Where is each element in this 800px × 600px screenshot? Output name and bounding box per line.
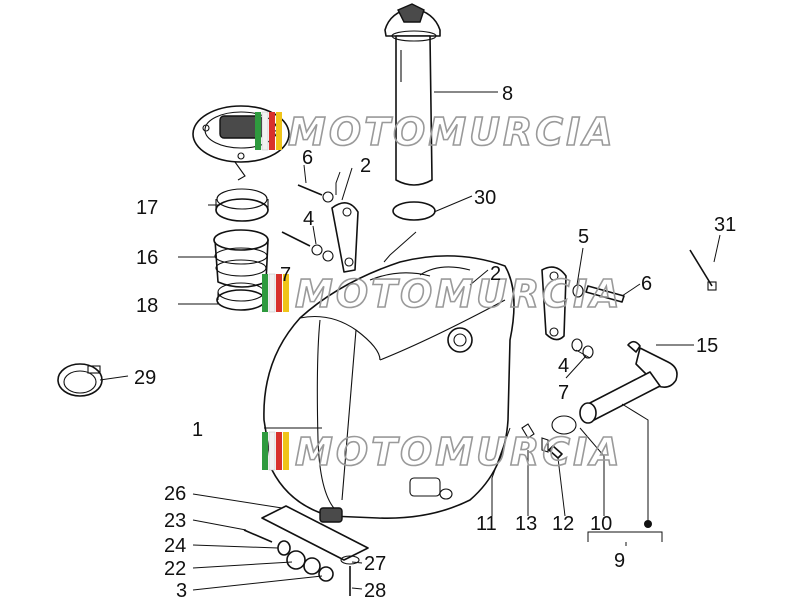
callout-15: 15: [696, 335, 718, 357]
part-o-ring: [392, 201, 436, 221]
callout-28: 28: [364, 580, 386, 600]
leader-lines: [99, 91, 721, 591]
callout-10: 10: [590, 513, 612, 535]
watermark-text: MOTOMURCIA: [295, 430, 623, 474]
callout-5: 5: [578, 226, 589, 248]
callout-6: 6: [302, 147, 313, 169]
callout-labels: 8 30 6 2 4 7 17 16 18 29 1 2 5 6 4 7 15 …: [134, 83, 736, 600]
part-mounting-plate: [243, 505, 369, 596]
part-bracket-left: [281, 184, 359, 273]
callout-1: 1: [192, 419, 203, 441]
callout-4-right: 4: [558, 355, 569, 377]
part-bracket-right: [541, 266, 625, 359]
watermark-logo-icon: [262, 431, 289, 471]
callout-18: 18: [136, 295, 158, 317]
watermark-logo-icon: [255, 111, 282, 151]
callout-7: 7: [280, 264, 291, 286]
callout-29: 29: [134, 367, 156, 389]
filler-neck-marker-dot: [644, 520, 652, 528]
callout-9: 9: [614, 550, 625, 572]
callout-16: 16: [136, 247, 158, 269]
callout-22: 22: [164, 558, 186, 580]
callout-7-right: 7: [558, 382, 569, 404]
callout-12: 12: [552, 513, 574, 535]
watermark-bottom: MOTOMURCIA: [262, 429, 623, 475]
callout-2: 2: [360, 155, 371, 177]
callout-2-right: 2: [490, 263, 501, 285]
part-clamp-upper: [215, 188, 269, 222]
watermark-text: MOTOMURCIA: [295, 272, 623, 316]
callout-6-right: 6: [641, 273, 652, 295]
callout-23: 23: [164, 510, 186, 532]
watermark-middle: MOTOMURCIA: [262, 271, 623, 317]
callout-26: 26: [164, 483, 186, 505]
part-hose-clamp: [57, 363, 103, 397]
watermark-top: MOTOMURCIA: [255, 109, 616, 155]
callout-13: 13: [515, 513, 537, 535]
callout-27: 27: [364, 553, 386, 575]
part-filler-neck: [551, 340, 678, 435]
callout-11: 11: [476, 513, 497, 535]
callout-24: 24: [164, 535, 186, 557]
watermark-text: MOTOMURCIA: [288, 110, 616, 154]
part-fuel-level-sender: [384, 3, 441, 186]
callout-30: 30: [474, 187, 496, 209]
callout-8: 8: [502, 83, 513, 105]
part-drain-tube: [689, 249, 717, 291]
watermark-logo-icon: [262, 273, 289, 313]
part-rubber-sleeve: [213, 229, 269, 288]
callout-31: 31: [714, 214, 736, 236]
callout-3: 3: [176, 580, 187, 600]
callout-4: 4: [303, 208, 314, 230]
callout-17: 17: [136, 197, 158, 219]
